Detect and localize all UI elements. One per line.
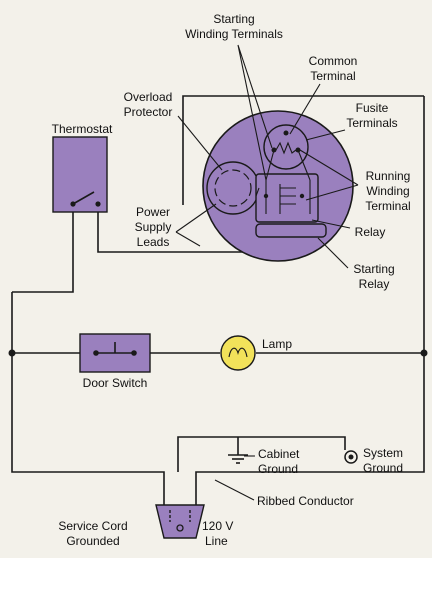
system-ground-ring <box>344 450 358 464</box>
terminal-dot-3 <box>283 130 289 136</box>
thermostat-power-wire <box>97 212 256 253</box>
leader-relay <box>311 219 351 229</box>
label-running-3: Terminal <box>365 199 410 213</box>
relay-base <box>255 223 327 238</box>
junction-dot-right <box>420 349 428 357</box>
leader-lines <box>175 44 359 501</box>
internal-lead-2 <box>297 149 311 181</box>
system-ground-symbol <box>344 450 358 464</box>
label-line-2: Line <box>205 534 228 548</box>
leader-common <box>289 83 321 135</box>
leader-power-supply <box>175 203 217 247</box>
lamp-filament <box>228 347 248 358</box>
top-wire <box>182 95 424 205</box>
service-plug <box>155 504 205 539</box>
lamp <box>220 335 256 371</box>
thermostat-left-wire <box>12 212 74 293</box>
junction-dot-left <box>8 349 16 357</box>
door-switch <box>79 333 151 373</box>
label-service-1: Service Cord <box>58 519 127 533</box>
cabinet-ground-symbol <box>228 454 248 464</box>
thermostat-switch-arm <box>72 191 95 205</box>
label-overload-1: Overload <box>124 90 173 104</box>
page-background <box>0 0 432 558</box>
leader-fusite <box>305 129 346 141</box>
label-overload-2: Protector <box>124 105 173 119</box>
label-starting-winding-1: Starting <box>213 12 254 26</box>
label-running-1: Running <box>366 169 411 183</box>
label-cabinet-2: Ground <box>258 462 298 476</box>
label-power-3: Leads <box>137 235 170 249</box>
label-fusite-2: Terminals <box>346 116 397 130</box>
left-bus-wire <box>11 292 165 505</box>
plug-ground-pin <box>176 524 184 532</box>
label-common-1: Common <box>309 54 358 68</box>
label-common-2: Terminal <box>310 69 355 83</box>
labels: Starting Winding Terminals Common Termin… <box>52 12 411 548</box>
right-bus-wire <box>195 96 425 505</box>
label-door-switch: Door Switch <box>83 376 148 390</box>
relay-body <box>255 173 319 223</box>
label-fusite-1: Fusite <box>356 101 389 115</box>
label-line-1: 120 V <box>202 519 233 533</box>
leader-ribbed <box>214 479 255 501</box>
label-power-2: Supply <box>135 220 172 234</box>
overload-protector-inner <box>214 169 252 207</box>
system-ground-center <box>348 454 354 460</box>
relay-dot-1 <box>263 193 269 199</box>
leader-running <box>299 149 359 201</box>
thermostat <box>52 136 108 213</box>
label-thermostat: Thermostat <box>52 122 113 136</box>
label-service-2: Grounded <box>66 534 119 548</box>
compressor <box>202 110 354 262</box>
label-system-2: Ground <box>363 461 403 475</box>
thermostat-contact-2 <box>95 201 101 207</box>
label-starting-winding-2: Winding Terminals <box>185 27 283 41</box>
label-relay: Relay <box>355 225 386 239</box>
internal-lead-1 <box>265 149 275 181</box>
label-cabinet-1: Cabinet <box>258 447 300 461</box>
relay-dot-2 <box>299 193 305 199</box>
label-system-1: System <box>363 446 403 460</box>
door-switch-bar <box>96 342 134 354</box>
label-starting-relay-2: Relay <box>359 277 390 291</box>
leader-overload <box>177 115 223 171</box>
winding-zigzag <box>275 141 297 155</box>
cabinet-ground-wire <box>177 436 346 472</box>
label-running-2: Winding <box>366 184 409 198</box>
leader-starting-winding <box>237 44 273 181</box>
label-ribbed: Ribbed Conductor <box>257 494 354 508</box>
wiring <box>11 95 425 505</box>
label-starting-relay-1: Starting <box>353 262 394 276</box>
relay-coil <box>279 184 296 214</box>
leader-starting-relay <box>317 237 349 269</box>
label-power-1: Power <box>136 205 170 219</box>
label-lamp: Lamp <box>262 337 292 351</box>
internal-lead-3 <box>255 187 260 197</box>
plug-body <box>155 504 205 539</box>
